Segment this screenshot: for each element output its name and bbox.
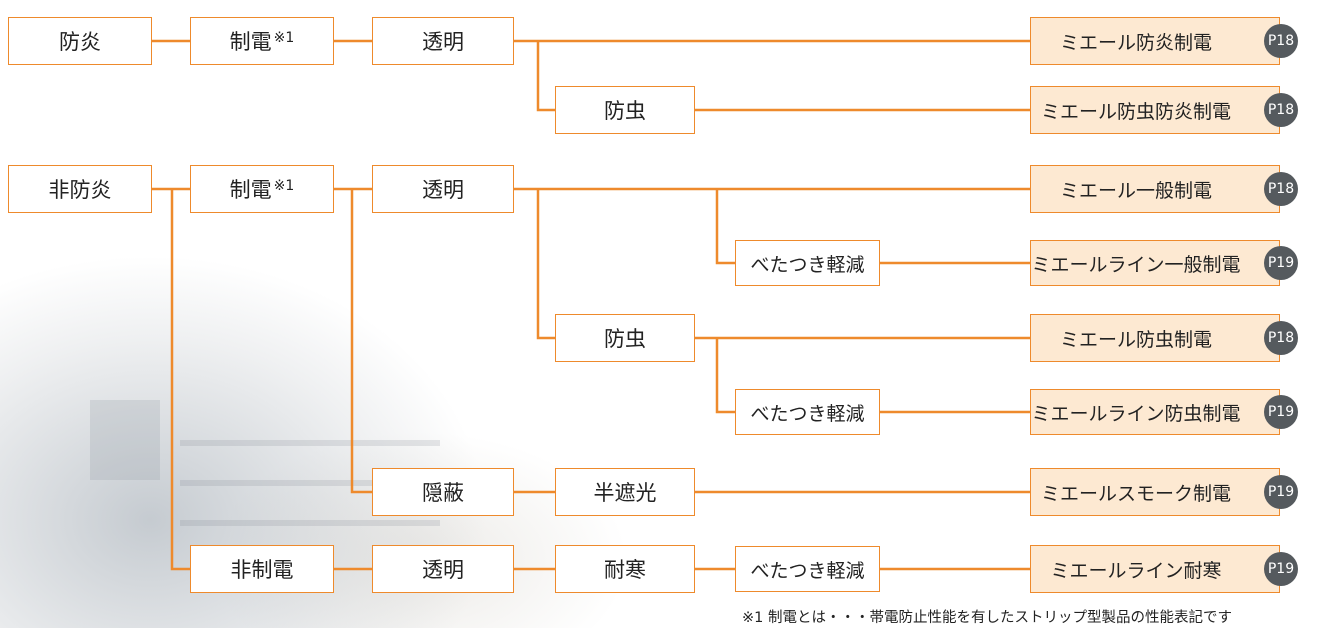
node-label: 制電	[229, 178, 272, 202]
product-box: ミエールライン一般制電	[1030, 240, 1280, 286]
node-label: 半遮光	[593, 481, 657, 505]
node-label: 透明	[422, 30, 464, 54]
connector	[715, 189, 735, 265]
page-reference-badge[interactable]: P18	[1264, 24, 1298, 58]
connector	[536, 189, 555, 340]
page-reference-badge[interactable]: P18	[1264, 93, 1298, 127]
node-label: 防炎	[59, 30, 101, 54]
node-insect-repellent: 防虫	[555, 86, 695, 134]
product-box: ミエールライン防虫制電	[1030, 389, 1280, 435]
connector	[350, 189, 372, 494]
node-non-fire-retardant: 非防炎	[8, 165, 152, 213]
product-name: ミエールスモーク制電	[1040, 482, 1231, 505]
connector	[536, 41, 555, 112]
node-label: 防虫	[604, 327, 646, 351]
page-reference-badge[interactable]: P19	[1264, 475, 1298, 509]
node-label: 非防炎	[48, 178, 112, 202]
node-antistatic: 制電※1	[190, 165, 334, 213]
node-label: 非制電	[230, 558, 294, 582]
product-name: ミエール防虫制電	[1059, 328, 1212, 351]
product-box: ミエール一般制電	[1030, 165, 1280, 213]
node-label: べたつき軽減	[750, 402, 865, 425]
node-label: べたつき軽減	[750, 559, 865, 582]
product-box: ミエール防虫制電	[1030, 314, 1280, 362]
connector	[715, 338, 735, 414]
node-label: 透明	[422, 558, 464, 582]
node-insect-repellent: 防虫	[555, 314, 695, 362]
node-reduced-stickiness: べたつき軽減	[735, 389, 880, 435]
footnote: ※1 制電とは・・・帯電防止性能を有したストリップ型製品の性能表記です	[742, 610, 1232, 626]
node-transparent: 透明	[372, 545, 514, 593]
node-label: 透明	[422, 178, 464, 202]
product-name: ミエールライン防虫制電	[1031, 402, 1241, 425]
node-cold-resistant: 耐寒	[555, 545, 695, 593]
node-fire-retardant: 防炎	[8, 17, 152, 65]
product-box: ミエール防虫防炎制電	[1030, 86, 1280, 134]
node-semi-shading: 半遮光	[555, 468, 695, 516]
product-name: ミエールライン一般制電	[1031, 253, 1241, 276]
node-label: 防虫	[604, 99, 646, 123]
page-reference-badge[interactable]: P19	[1264, 552, 1298, 586]
page-reference-badge[interactable]: P19	[1264, 395, 1298, 429]
page-reference-badge[interactable]: P19	[1264, 246, 1298, 280]
page-reference-badge[interactable]: P18	[1264, 172, 1298, 206]
product-box: ミエール防炎制電	[1030, 17, 1280, 65]
node-label: 制電	[229, 30, 272, 54]
node-label: 耐寒	[604, 558, 646, 582]
connector	[170, 189, 190, 571]
node-transparent: 透明	[372, 165, 514, 213]
product-name: ミエールライン耐寒	[1050, 559, 1222, 582]
page-reference-badge[interactable]: P18	[1264, 321, 1298, 355]
node-label: べたつき軽減	[750, 253, 865, 276]
footnote-mark: ※1	[273, 30, 295, 46]
node-antistatic: 制電※1	[190, 17, 334, 65]
node-label: 隠蔽	[422, 481, 464, 505]
node-reduced-stickiness: べたつき軽減	[735, 546, 880, 592]
product-name: ミエール防炎制電	[1059, 31, 1212, 54]
product-box: ミエールライン耐寒	[1030, 545, 1280, 593]
product-name: ミエール一般制電	[1059, 179, 1212, 202]
node-transparent: 透明	[372, 17, 514, 65]
product-name: ミエール防虫防炎制電	[1040, 100, 1231, 123]
product-box: ミエールスモーク制電	[1030, 468, 1280, 516]
node-opaque: 隠蔽	[372, 468, 514, 516]
node-reduced-stickiness: べたつき軽減	[735, 240, 880, 286]
node-non-antistatic: 非制電	[190, 545, 334, 593]
footnote-mark: ※1	[273, 178, 295, 194]
